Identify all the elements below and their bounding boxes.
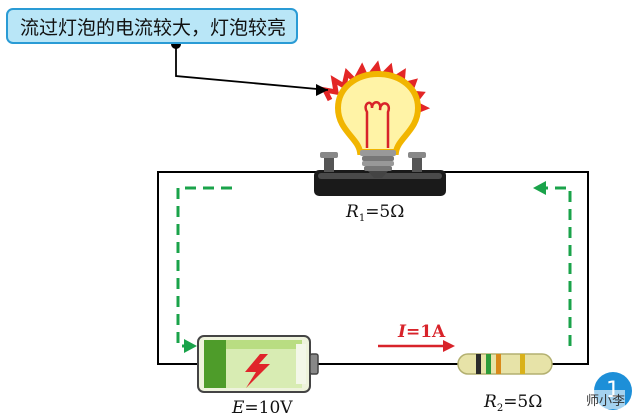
battery-icon: [197, 335, 319, 393]
current-label: I=1A: [398, 322, 446, 342]
current-arrow-head: [443, 340, 455, 352]
battery-label: E=10V: [232, 398, 293, 418]
watermark-text: 师小李: [586, 390, 626, 409]
current-flow-arrow-right: [533, 181, 546, 195]
lamp-label: R1=5Ω: [346, 202, 405, 224]
callout-pointer: [171, 39, 329, 96]
explanation-callout: 流过灯泡的电流较大，灯泡较亮: [6, 8, 298, 44]
circuit-wires: [157, 171, 589, 365]
resistor-icon: [448, 353, 560, 375]
lightbulb-icon: [320, 60, 431, 178]
current-flow-path: [176, 186, 572, 348]
lamp-holder: [314, 152, 446, 196]
resistor-label: R2=5Ω: [484, 392, 543, 414]
current-flow-arrow-left: [184, 339, 197, 353]
callout-text: 流过灯泡的电流较大，灯泡较亮: [20, 16, 287, 39]
